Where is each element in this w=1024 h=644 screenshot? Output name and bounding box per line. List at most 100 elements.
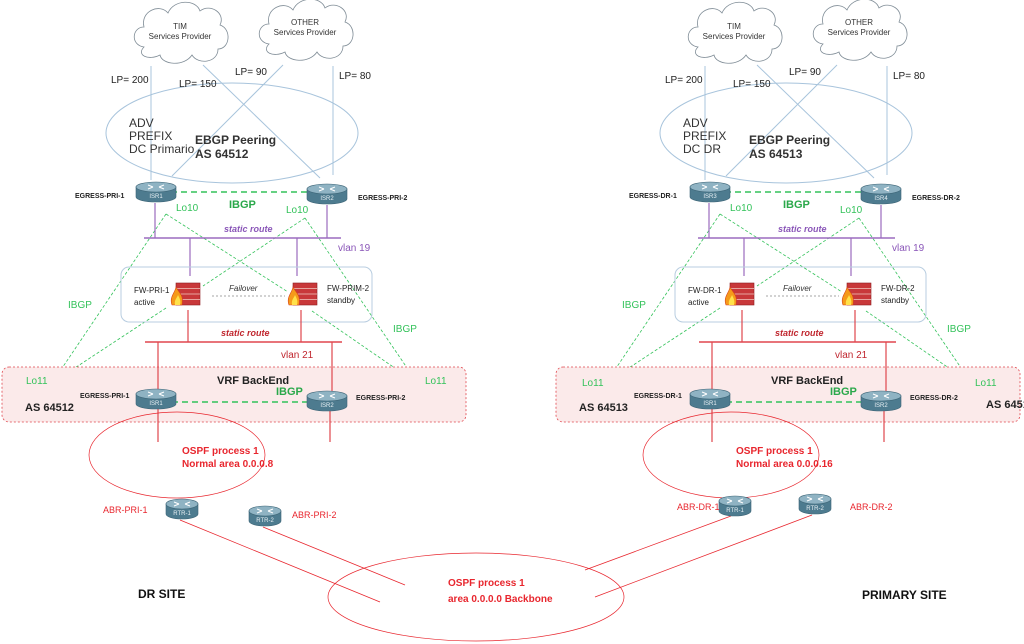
adv-prefix-label: PREFIX: [129, 129, 172, 143]
ospf-process-label: OSPF process 1: [182, 446, 259, 457]
site-label: PRIMARY SITE: [862, 588, 947, 602]
as-number-label: AS 64513: [579, 402, 628, 414]
firewall-name: FW-PRI-1: [134, 286, 170, 295]
static-route-label: static route: [778, 224, 827, 234]
router-label: RTR-2: [256, 518, 274, 524]
ebgp-link: [725, 64, 838, 177]
failover-label: Failover: [783, 284, 812, 293]
router-name: EGRESS-PRI-1: [80, 393, 130, 400]
adv-prefix-label: ADV: [129, 116, 154, 130]
ospf-area-label: Normal area 0.0.0.16: [736, 459, 833, 470]
router-arrows-icon: [173, 501, 191, 507]
cloud-subtitle: Services Provider: [149, 32, 212, 41]
ibgp-label: IBGP: [276, 386, 303, 398]
site-label: DR SITE: [138, 587, 185, 601]
router-label: ISR2: [874, 403, 888, 409]
router-top: [689, 181, 731, 193]
backend-router-1: ISR1: [135, 388, 177, 410]
firewall-icon: [724, 282, 755, 306]
router-top: [165, 498, 199, 510]
static-route-label: static route: [224, 224, 273, 234]
router-top: [248, 505, 282, 517]
ospf-area-label: Normal area 0.0.0.8: [182, 459, 274, 470]
router-label: RTR-1: [726, 508, 744, 514]
router-top: [718, 495, 752, 507]
router-arrows-icon: [147, 184, 165, 190]
local-pref-label: LP= 200: [665, 75, 703, 86]
local-pref-label: LP= 200: [111, 75, 149, 86]
ospf-process-label: OSPF process 1: [736, 446, 813, 457]
router-top: [135, 388, 177, 400]
router-top: [135, 181, 177, 193]
ibgp-session-line: [202, 217, 306, 287]
router-label: ISR1: [149, 194, 163, 200]
adv-prefix-label: PREFIX: [683, 129, 726, 143]
cloud-subtitle: Services Provider: [828, 28, 891, 37]
firewall-icon: [841, 282, 872, 306]
loopback-label: Lo11: [975, 378, 997, 389]
cloud-shape: [687, 1, 783, 64]
loopback-label: Lo11: [582, 378, 604, 389]
router-label: RTR-2: [806, 506, 824, 512]
router-name: EGRESS-DR-1: [629, 193, 677, 200]
local-pref-label: LP= 80: [339, 71, 371, 82]
flame-core: [174, 295, 181, 305]
ebgp-as-label: AS 64513: [749, 147, 803, 161]
static-route-label: static route: [221, 328, 270, 338]
firewall-name: FW-PRIM-2: [327, 284, 370, 293]
vrf-label: VRF BackEnd: [217, 375, 289, 387]
router-arrows-icon: [806, 496, 824, 502]
cloud-shape: [258, 0, 354, 61]
ebgp-link: [171, 64, 284, 177]
backend-router-2: ISR2: [860, 390, 902, 412]
vlan21-label: vlan 21: [281, 350, 314, 361]
router-label: ISR1: [703, 401, 717, 407]
as-number-label: AS 64512: [25, 402, 74, 414]
ibgp-label: IBGP: [622, 300, 646, 311]
backbone-process-label: OSPF process 1: [448, 578, 525, 589]
ibgp-session-line: [756, 217, 860, 287]
ebgp-peering-label: EBGP Peering: [195, 133, 276, 147]
router-top: [860, 183, 902, 195]
firewall-cluster-box: [120, 266, 373, 323]
router-label: ISR1: [149, 401, 163, 407]
router-arrows-icon: [872, 186, 890, 192]
router-label: ISR2: [320, 403, 334, 409]
loopback-label: Lo10: [730, 203, 753, 214]
backend-router-2: ISR2: [306, 390, 348, 412]
ibgp-session-line: [165, 213, 289, 293]
ibgp-label: IBGP: [830, 386, 857, 398]
firewall-state: active: [134, 298, 155, 307]
ibgp-label: IBGP: [393, 324, 417, 335]
ibgp-session-line: [719, 213, 843, 293]
router-label: ISR2: [320, 196, 334, 202]
backbone-link: [179, 519, 381, 603]
router-name: EGRESS-DR-1: [634, 393, 682, 400]
router-label: ISR4: [874, 196, 888, 202]
backbone-link: [584, 515, 732, 571]
router-label: ISR3: [703, 194, 717, 200]
ospf-area: [88, 411, 266, 499]
ebgp-peering-area: [105, 82, 359, 184]
local-pref-label: LP= 150: [179, 79, 217, 90]
ebgp-link: [756, 64, 875, 179]
vlan19-label: vlan 19: [338, 243, 371, 254]
firewall-name: FW-DR-2: [881, 284, 915, 293]
router-arrows-icon: [726, 498, 744, 504]
cloud-title: OTHER: [291, 18, 319, 27]
router-arrows-icon: [256, 508, 274, 514]
vlan21-label: vlan 21: [835, 350, 868, 361]
cloud-title: TIM: [727, 22, 741, 31]
firewall-icon: [287, 282, 318, 306]
adv-prefix-label: DC DR: [683, 142, 721, 156]
router-name: EGRESS-DR-2: [912, 195, 960, 202]
ebgp-as-label: AS 64512: [195, 147, 249, 161]
router-arrows-icon: [318, 393, 336, 399]
router-arrows-icon: [701, 184, 719, 190]
loopback-label: Lo10: [840, 205, 863, 216]
